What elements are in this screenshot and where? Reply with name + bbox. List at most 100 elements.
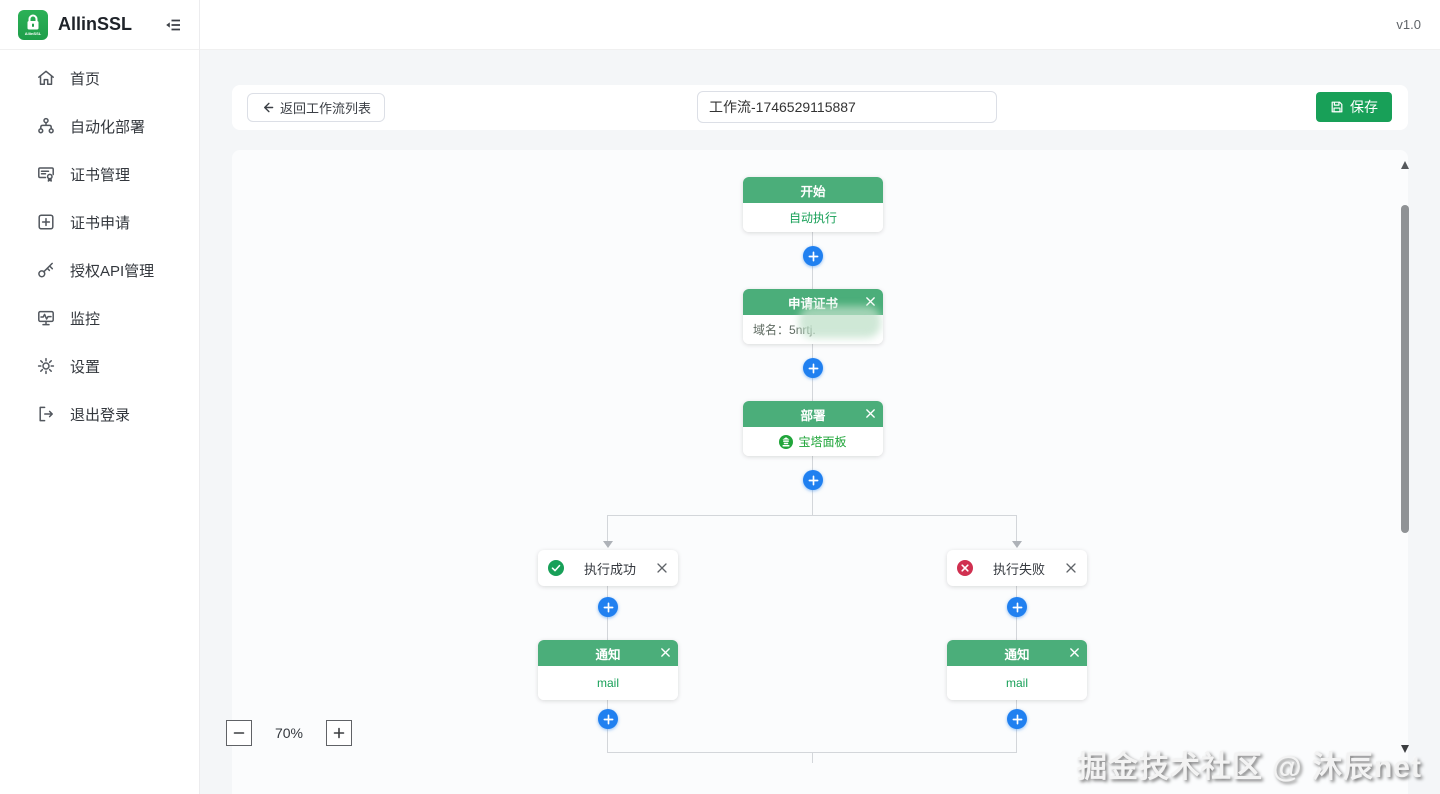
svg-text:AllinSSL: AllinSSL bbox=[25, 31, 42, 36]
scrollbar-thumb[interactable] bbox=[1401, 205, 1409, 533]
node-notify-success[interactable]: 通知 mail bbox=[538, 640, 678, 700]
logout-icon bbox=[39, 406, 53, 422]
sidebar-item-label: 证书管理 bbox=[70, 166, 131, 184]
baota-icon bbox=[779, 434, 794, 449]
sidebar-item-cert-manage[interactable]: 证书管理 bbox=[0, 150, 199, 198]
sidebar-item-api-manage[interactable]: 授权API管理 bbox=[0, 246, 199, 294]
zoom-out-button[interactable] bbox=[226, 720, 252, 746]
workflow-toolbar: 返回工作流列表 保存 bbox=[232, 85, 1408, 130]
save-button[interactable]: 保存 bbox=[1316, 92, 1392, 122]
sidebar-item-label: 退出登录 bbox=[70, 406, 131, 424]
add-node-button[interactable] bbox=[803, 470, 823, 490]
topbar: v1.0 bbox=[200, 0, 1440, 50]
plus-icon bbox=[808, 475, 818, 485]
allinssl-logo: AllinSSL bbox=[18, 9, 48, 40]
node-apply-cert-body: 域名：5nrtj. bbox=[743, 306, 883, 344]
zoom-controls: 70% bbox=[226, 720, 352, 746]
sidebar-menu: 首页 自动化部署 证书管理 证书申请 bbox=[0, 50, 199, 438]
node-subtitle: 自动执行 bbox=[788, 211, 837, 225]
sidebar-item-label: 监控 bbox=[70, 310, 101, 328]
arrow-left-icon bbox=[264, 102, 274, 113]
node-deploy[interactable]: 部署 宝塔面板 bbox=[743, 401, 883, 456]
notify-channel-label: mail bbox=[596, 676, 619, 690]
sidebar-item-monitor[interactable]: 监控 bbox=[0, 294, 199, 342]
back-button-label: 返回工作流列表 bbox=[280, 101, 372, 116]
close-icon[interactable] bbox=[1069, 647, 1080, 658]
plus-icon bbox=[603, 714, 613, 724]
node-deploy-body: 宝塔面板 bbox=[743, 427, 883, 456]
add-node-button[interactable] bbox=[598, 597, 618, 617]
close-icon[interactable] bbox=[865, 408, 876, 419]
redaction-blur bbox=[799, 306, 881, 338]
close-icon[interactable] bbox=[1065, 562, 1077, 574]
plus-icon bbox=[1012, 602, 1022, 612]
menu-fold-icon bbox=[166, 19, 180, 30]
connector-line bbox=[1016, 515, 1017, 543]
node-start[interactable]: 开始 自动执行 bbox=[743, 177, 883, 232]
scroll-down-arrow-icon[interactable] bbox=[1401, 745, 1409, 753]
sidebar-item-label: 授权API管理 bbox=[70, 262, 155, 280]
node-notify-header: 通知 bbox=[538, 640, 678, 666]
close-icon[interactable] bbox=[865, 296, 876, 307]
sidebar-header: AllinSSL AllinSSL bbox=[0, 0, 199, 50]
sidebar-item-logout[interactable]: 退出登录 bbox=[0, 390, 199, 438]
sidebar-collapse-button[interactable] bbox=[161, 13, 185, 37]
node-title: 部署 bbox=[800, 408, 826, 423]
scroll-up-arrow-icon[interactable] bbox=[1401, 161, 1409, 169]
main-content: 返回工作流列表 保存 开始 bbox=[200, 50, 1440, 794]
lock-icon: AllinSSL bbox=[25, 14, 42, 36]
node-notify-fail[interactable]: 通知 mail bbox=[947, 640, 1087, 700]
minus-icon bbox=[233, 732, 245, 734]
add-node-button[interactable] bbox=[803, 358, 823, 378]
node-deploy-header: 部署 bbox=[743, 401, 883, 427]
node-start-header: 开始 bbox=[743, 177, 883, 203]
node-apply-cert[interactable]: 申请证书 域名：5nrtj. bbox=[743, 289, 883, 344]
node-notify-body: mail bbox=[947, 666, 1087, 700]
node-notify-header: 通知 bbox=[947, 640, 1087, 666]
canvas-scrollbar[interactable] bbox=[1399, 155, 1411, 765]
add-node-button[interactable] bbox=[1007, 709, 1027, 729]
close-icon[interactable] bbox=[660, 647, 671, 658]
back-to-workflow-list-button[interactable]: 返回工作流列表 bbox=[247, 93, 386, 122]
app-version: v1.0 bbox=[1396, 17, 1421, 32]
sidebar-item-home[interactable]: 首页 bbox=[0, 54, 199, 102]
branch-label: 执行失败 bbox=[992, 561, 1045, 577]
sidebar-item-auto-deploy[interactable]: 自动化部署 bbox=[0, 102, 199, 150]
plus-icon bbox=[808, 251, 818, 261]
branch-success[interactable]: 执行成功 bbox=[538, 550, 678, 586]
add-node-button[interactable] bbox=[1007, 597, 1027, 617]
branch-split-line bbox=[607, 515, 1017, 516]
workflow-name-input[interactable] bbox=[697, 91, 997, 123]
sidebar-item-label: 证书申请 bbox=[70, 214, 131, 232]
gear-icon bbox=[37, 357, 55, 375]
deploy-provider-label: 宝塔面板 bbox=[798, 435, 847, 449]
node-start-body: 自动执行 bbox=[743, 203, 883, 232]
node-title: 通知 bbox=[1004, 647, 1030, 662]
node-title: 开始 bbox=[800, 184, 826, 199]
plus-icon bbox=[1012, 714, 1022, 724]
add-node-button[interactable] bbox=[803, 246, 823, 266]
success-check-icon bbox=[548, 560, 564, 576]
sidebar-item-label: 设置 bbox=[70, 358, 101, 376]
add-node-button[interactable] bbox=[598, 709, 618, 729]
plus-icon bbox=[333, 727, 345, 739]
zoom-in-button[interactable] bbox=[326, 720, 352, 746]
node-notify-body: mail bbox=[538, 666, 678, 700]
sidebar-item-label: 自动化部署 bbox=[70, 118, 146, 136]
branch-label: 执行成功 bbox=[583, 561, 636, 577]
workflow-canvas[interactable]: 开始 自动执行 申请证书 域名：5nrtj. bbox=[232, 150, 1408, 794]
save-button-label: 保存 bbox=[1350, 99, 1378, 115]
plus-icon bbox=[808, 363, 818, 373]
notify-channel-label: mail bbox=[1005, 676, 1028, 690]
save-icon bbox=[1331, 101, 1343, 113]
api-key-icon bbox=[38, 262, 54, 278]
branch-fail[interactable]: 执行失败 bbox=[947, 550, 1087, 586]
certificate-icon bbox=[38, 167, 54, 182]
close-icon[interactable] bbox=[656, 562, 668, 574]
sidebar-item-cert-apply[interactable]: 证书申请 bbox=[0, 198, 199, 246]
sidebar: AllinSSL AllinSSL 首页 自动化部署 bbox=[0, 0, 200, 794]
sidebar-item-settings[interactable]: 设置 bbox=[0, 342, 199, 390]
home-icon bbox=[38, 70, 54, 85]
zoom-level: 70% bbox=[274, 725, 304, 741]
app-title: AllinSSL bbox=[58, 14, 133, 34]
